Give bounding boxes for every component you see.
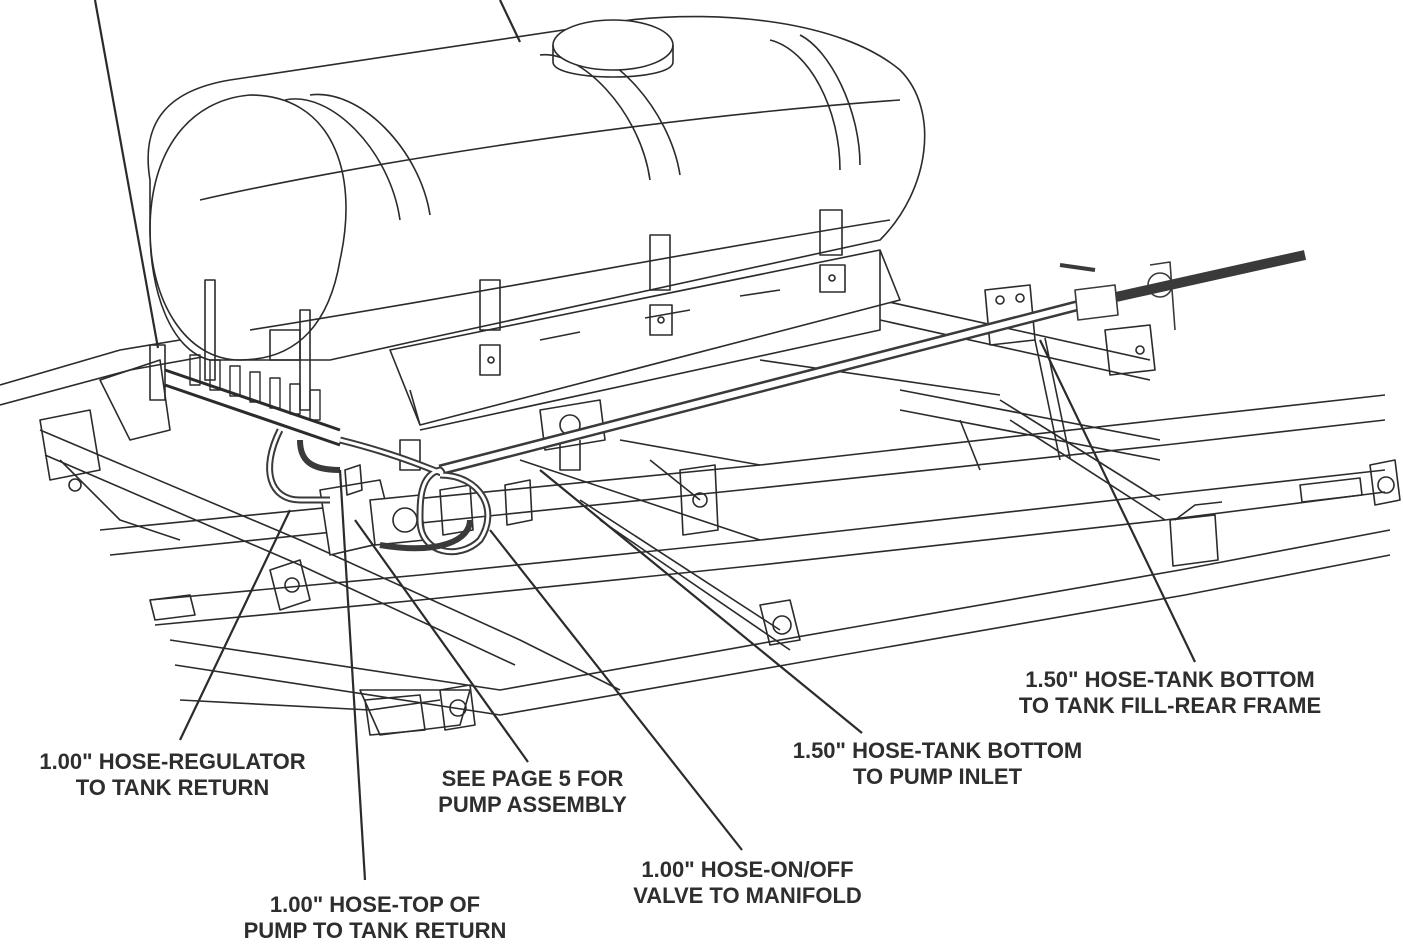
callout-line: 1.00" HOSE-REGULATOR [39, 749, 306, 774]
callout-line: SEE PAGE 5 FOR [441, 766, 624, 791]
callout-line: 1.50" HOSE-TANK BOTTOM [792, 738, 1083, 763]
callout-regulator-to-tank-return: 1.00" HOSE-REGULATOR TO TANK RETURN [15, 749, 330, 801]
manifold [149, 279, 341, 447]
callout-line: TO TANK RETURN [75, 775, 270, 800]
pump-assembly [319, 439, 533, 556]
callout-line: PUMP TO TANK RETURN [243, 918, 507, 943]
callout-line: TO PUMP INLET [852, 764, 1023, 789]
callout-line: 1.00" HOSE-TOP OF [269, 892, 481, 917]
leader-top-center [499, 0, 521, 43]
leader-lines [93, 0, 1196, 881]
leader-regulator [179, 509, 291, 741]
hoses [266, 250, 1307, 556]
leader-pump-assembly [354, 519, 529, 763]
leader-fill-rear [1039, 339, 1196, 663]
callout-tank-bottom-to-pump-inlet: 1.50" HOSE-TANK BOTTOM TO PUMP INLET [765, 738, 1110, 790]
callout-see-page-pump-assembly: SEE PAGE 5 FOR PUMP ASSEMBLY [410, 766, 655, 818]
callout-top-of-pump-to-tank-return: 1.00" HOSE-TOP OF PUMP TO TANK RETURN [215, 892, 535, 944]
callout-tank-bottom-to-fill-rear: 1.50" HOSE-TANK BOTTOM TO TANK FILL-REAR… [990, 667, 1350, 719]
leader-top-left [93, 0, 160, 349]
callout-onoff-valve-to-manifold: 1.00" HOSE-ON/OFF VALVE TO MANIFOLD [605, 857, 890, 909]
tank [147, 15, 926, 471]
callout-line: 1.00" HOSE-ON/OFF [641, 857, 854, 882]
callout-line: TO TANK FILL-REAR FRAME [1018, 693, 1322, 718]
callout-line: PUMP ASSEMBLY [438, 792, 627, 817]
leader-top-pump [338, 469, 367, 881]
callout-line: VALVE TO MANIFOLD [633, 883, 862, 908]
callout-line: 1.50" HOSE-TANK BOTTOM [1025, 667, 1315, 692]
leader-pump-inlet [539, 469, 863, 734]
leader-onoff-valve [489, 529, 743, 851]
trailer-frame [0, 284, 1401, 736]
